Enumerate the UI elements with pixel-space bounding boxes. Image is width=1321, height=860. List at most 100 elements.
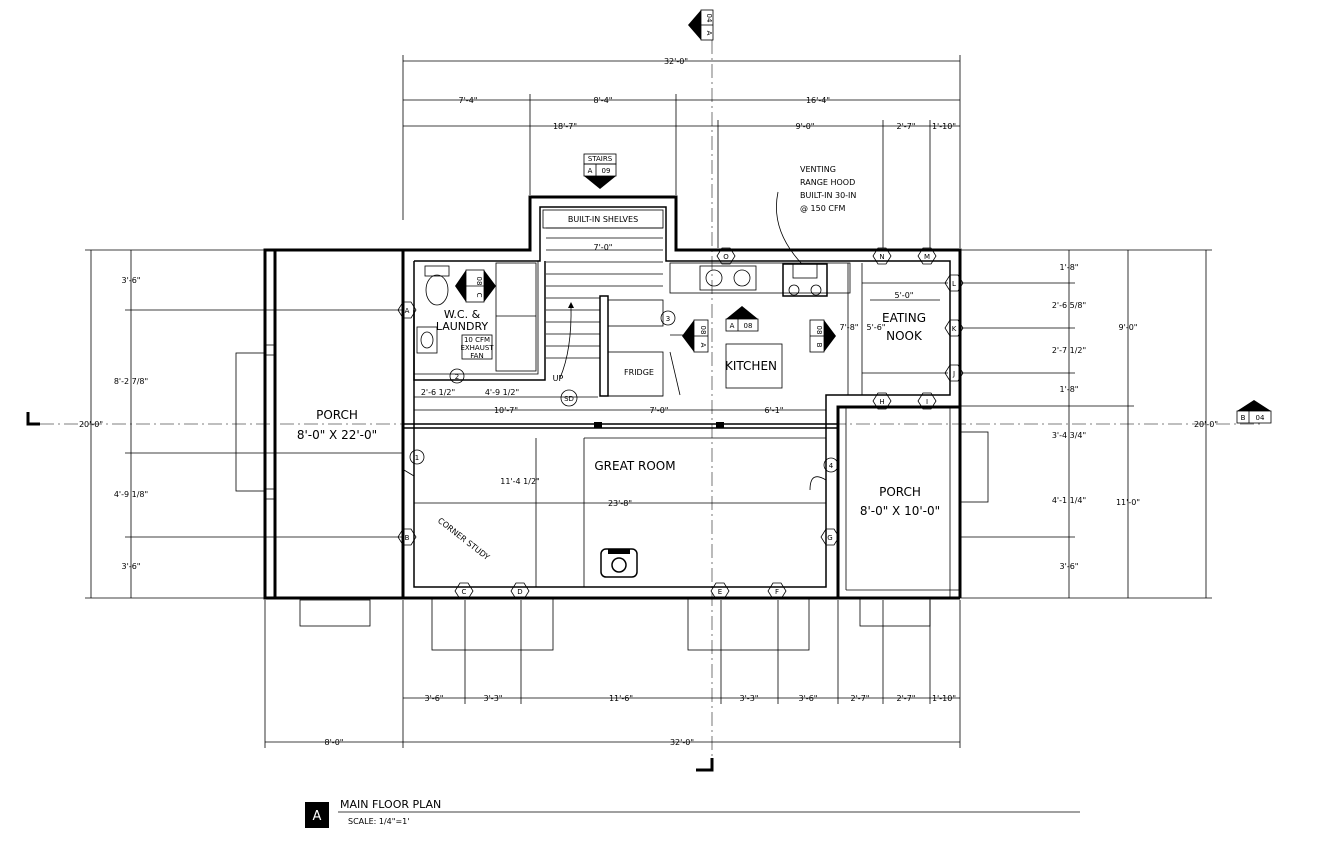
dim-interior-i6: 6'-1" [765,406,784,415]
dim-right-r2: 2'-6 5/8" [1052,301,1086,310]
grid-tag-a: A [405,307,410,315]
kitchen-label: KITCHEN [725,359,777,373]
dim-bottom-b1: 3'-6" [425,694,444,703]
section-marker-b04 [1236,400,1272,424]
tag-c08-letter: C [475,293,483,298]
door-tags [409,310,839,473]
dim-nook-depth: 5'-6" [867,323,886,332]
kitchen-fixtures [669,191,851,396]
dim-left-l3: 4'-9 1/8" [114,490,148,499]
section-corner-left [26,412,40,426]
exhaust-line-2: EXHAUST [460,344,494,352]
grid-tag-h: H [879,398,884,406]
dim-bottom-porch: 8'-0" [325,738,344,747]
grid-tag-k: K [952,325,957,333]
top-dimensions [402,55,961,248]
dim-top-e1: 18'-7" [553,122,577,131]
dim-right-overall: 20'-0" [1194,420,1218,429]
dim-right-r5: 3'-4 3/4" [1052,431,1086,440]
dim-left-l1: 3'-6" [122,276,141,285]
grid-tag-l: L [952,280,956,288]
door-tag-2: 2 [455,373,459,381]
nook-label: NOOK [886,329,923,343]
wc-fixtures [416,262,537,372]
stairs-reference-tag [583,153,617,189]
dim-top-d2: 8'-4" [594,96,613,105]
dim-bottom-b4: 3'-3" [740,694,759,703]
title-block [305,802,1080,828]
dim-top-overall: 32'-0" [664,57,688,66]
stairs-tag-label: STAIRS [588,155,613,163]
dim-top-e3: 2'-7" [897,122,916,131]
dim-right-r7: 3'-6" [1060,562,1079,571]
dim-left-l2: 8'-2 7/8" [114,377,148,386]
section-tag-b08 [809,319,836,353]
grid-tag-b: B [405,534,410,542]
hood-note-3: BUILT-IN 30-IN [800,191,856,200]
laundry-label: LAUNDRY [436,320,489,333]
section-tag-c08 [455,269,496,303]
eating-nook [861,263,948,395]
dim-stair-width: 7'-0" [594,243,613,252]
title-block-letter: A [313,809,322,824]
dim-kitchen-depth: 7'-8" [840,323,859,332]
porch-west-label: PORCH [316,408,358,422]
smoke-detector-icon [560,389,578,407]
dim-right-r8: 9'-0" [1119,323,1138,332]
great-room [403,431,989,651]
grid-tag-m: M [924,253,930,261]
title-block-title: MAIN FLOOR PLAN [340,798,441,811]
dim-interior-i5: 7'-0" [650,406,669,415]
grid-tag-f: F [775,588,779,596]
stairs-tag-letter: A [588,167,593,175]
built-in-shelves-label: BUILT-IN SHELVES [568,215,638,224]
grid-tag-c: C [462,588,467,596]
porch-east-size: 8'-0" X 10'-0" [860,504,940,518]
fridge-label: FRIDGE [624,368,654,377]
section-tag-a08 [725,306,759,332]
smoke-detector-label: SD [564,395,574,403]
section-tag-a08-vertical [682,319,709,353]
door-tag-4: 4 [829,462,834,470]
grid-tag-e: E [718,588,722,596]
wc-label: W.C. & [444,308,481,321]
dim-right-r4: 1'-8" [1060,385,1079,394]
dim-right-r6: 4'-1 1/4" [1052,496,1086,505]
dim-top-e2: 9'-0" [796,122,815,131]
corner-study-label: CORNER STUDY [436,516,491,562]
dim-left-overall: 20'-0" [79,420,103,429]
dim-top-d1: 7'-4" [459,96,478,105]
stairs [542,209,664,397]
hood-note-2: RANGE HOOD [800,178,855,187]
dim-great-room-width: 23'-8" [608,499,632,508]
section-a04-number: 04 [705,14,713,23]
porch-east-label: PORCH [879,485,921,499]
door-tag-1: 1 [415,454,419,462]
grid-tag-o: O [723,253,729,261]
porch-west-size: 8'-0" X 22'-0" [297,428,377,442]
dim-left-l4: 3'-6" [122,562,141,571]
porch-west [235,248,403,627]
section-b04-letter: B [1241,414,1246,422]
exhaust-line-1: 10 CFM [464,336,490,344]
dim-bottom-b5: 3'-6" [799,694,818,703]
exhaust-line-3: FAN [470,352,483,360]
dim-great-room-depth: 11'-4 1/2" [500,477,539,486]
dim-bottom-b8: 1'-10" [932,694,956,703]
dim-right-r3: 2'-7 1/2" [1052,346,1086,355]
tag-a08-letter: A [730,322,735,330]
tag-b08-letter: B [815,343,823,348]
interior-dimension-lines [414,396,826,411]
dim-interior-i3: 4'-9 1/2" [485,388,519,397]
grid-tag-d: D [517,588,522,596]
dim-right-r1: 1'-8" [1060,263,1079,272]
tag-c08-number: 08 [475,277,483,286]
hood-note-1: VENTING [800,165,836,174]
dim-nook-width: 5'-0" [895,291,914,300]
section-b04-number: 04 [1256,414,1265,422]
dim-top-e4: 1'-10" [932,122,956,131]
section-marker-a04 [688,9,714,41]
hood-note-4: @ 150 CFM [800,204,846,213]
grid-tag-g: G [827,534,832,542]
